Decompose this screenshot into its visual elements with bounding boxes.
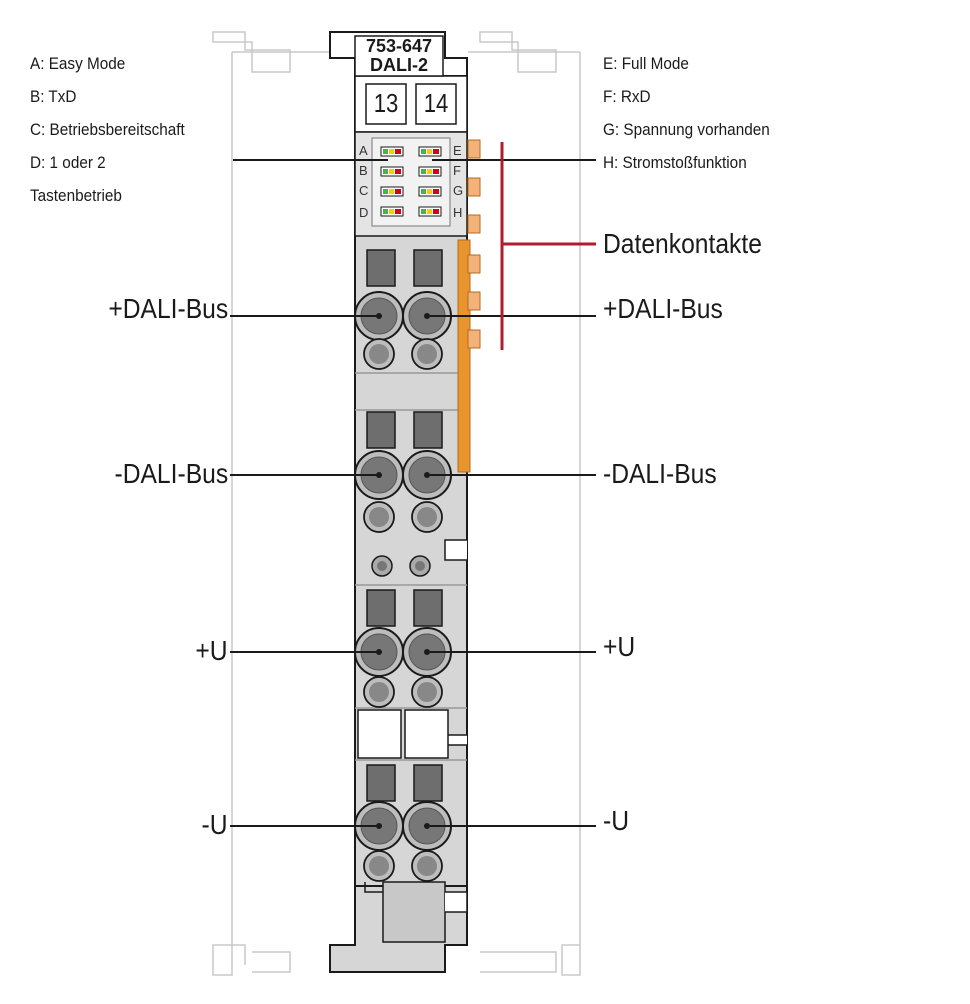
data-contacts	[457, 139, 481, 473]
label-u-plus-right: +U	[603, 631, 636, 662]
label-u-minus-left: -U	[201, 809, 228, 840]
led-b	[380, 166, 404, 177]
legend-f: F: RxD	[603, 87, 651, 106]
data-contacts-bracket	[500, 142, 596, 350]
led-letter-a: A	[359, 143, 368, 158]
led-array	[380, 146, 442, 217]
model-name: DALI-2	[370, 55, 428, 75]
ghost-outline-right	[232, 31, 581, 976]
led-g	[418, 186, 442, 197]
legend-d-continued: Tastenbetrieb	[30, 186, 122, 205]
channel-number-boxes	[365, 83, 457, 125]
data-contacts-label: Datenkontakte	[603, 228, 762, 259]
led-a	[380, 146, 404, 157]
leader-lines	[230, 159, 596, 827]
channel-number-13: 13	[373, 88, 399, 118]
led-f	[418, 166, 442, 177]
label-dali-minus-right: -DALI-Bus	[603, 458, 717, 489]
led-e	[418, 146, 442, 157]
terminal-block-dali-plus	[354, 249, 452, 370]
legend-d: D: 1 oder 2	[30, 153, 106, 172]
label-u-minus-right: -U	[603, 805, 630, 836]
legend-a: A: Easy Mode	[30, 54, 126, 73]
article-number: 753-647	[365, 36, 433, 56]
led-letter-f: F	[453, 163, 461, 178]
legend-e: E: Full Mode	[603, 54, 689, 73]
led-letter-e: E	[453, 143, 462, 158]
led-letter-g: G	[453, 183, 464, 198]
label-dali-plus-left: +DALI-Bus	[108, 293, 228, 324]
test-points	[371, 555, 431, 577]
terminal-blocks	[354, 249, 452, 882]
label-u-plus-left: +U	[195, 635, 228, 666]
led-h	[418, 206, 442, 217]
legend-g: G: Spannung vorhanden	[603, 120, 770, 139]
led-letter-h: H	[453, 205, 463, 220]
legend-b: B: TxD	[30, 87, 77, 106]
led-c	[380, 186, 404, 197]
title-box-frame	[354, 35, 444, 77]
terminal-block-dali-minus	[354, 411, 452, 533]
channel-number-14: 14	[423, 88, 449, 118]
legend-h: H: Stromstoßfunktion	[603, 153, 747, 172]
legend-c: C: Betriebsbereitschaft	[30, 120, 185, 139]
label-dali-plus-right: +DALI-Bus	[603, 293, 723, 324]
led-letter-b: B	[359, 163, 368, 178]
led-letter-d: D	[359, 205, 369, 220]
marker-tabs	[357, 709, 449, 759]
terminal-block-u-plus	[354, 589, 452, 708]
led-d	[380, 206, 404, 217]
label-dali-minus-left: -DALI-Bus	[114, 458, 228, 489]
led-letter-c: C	[359, 183, 369, 198]
